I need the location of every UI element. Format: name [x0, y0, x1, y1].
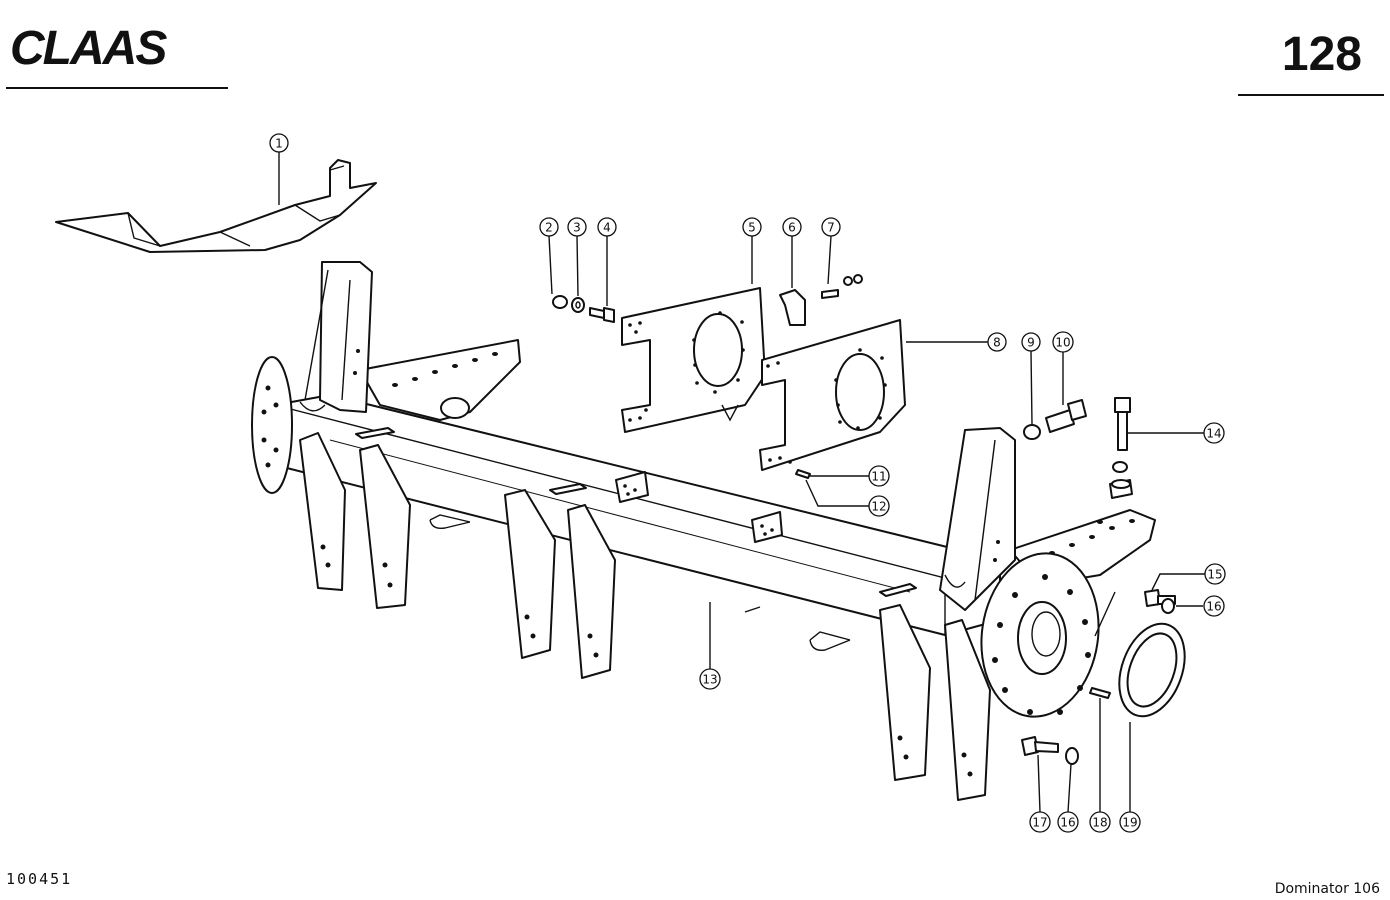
callout-3: 3 [567, 217, 587, 237]
callout-15: 15 [1204, 563, 1226, 585]
callout-7: 7 [821, 217, 841, 237]
svg-text:4: 4 [603, 221, 611, 235]
callout-1: 1 [269, 133, 289, 153]
svg-text:15: 15 [1207, 568, 1222, 582]
svg-text:8: 8 [993, 336, 1001, 350]
callout-10: 10 [1052, 331, 1074, 353]
callout-18: 18 [1089, 811, 1111, 833]
mounting-plate-5 [621, 287, 766, 433]
callout-6: 6 [782, 217, 802, 237]
callout-11: 11 [868, 465, 890, 487]
left-flange [251, 356, 293, 494]
claas-logo: CLAAS [10, 22, 169, 75]
svg-text:17: 17 [1032, 816, 1047, 830]
callout-4: 4 [597, 217, 617, 237]
svg-text:16: 16 [1060, 816, 1075, 830]
callout-9: 9 [1021, 332, 1041, 352]
model-name: Dominator 106 [1275, 881, 1380, 897]
svg-text:9: 9 [1027, 336, 1035, 350]
axle-beam-part [251, 261, 1156, 801]
svg-text:14: 14 [1206, 427, 1221, 441]
svg-text:7: 7 [827, 221, 835, 235]
callout-8: 8 [987, 332, 1007, 352]
svg-text:11: 11 [871, 470, 886, 484]
svg-text:12: 12 [871, 500, 886, 514]
callout-16-lower: 16 [1057, 811, 1079, 833]
page-number: 128 [1282, 28, 1362, 81]
svg-text:2: 2 [545, 221, 553, 235]
drawing-number: 100451 [6, 870, 72, 888]
leader-lines [278, 152, 1205, 813]
callouts: 1 2 3 4 5 6 7 8 9 10 11 12 13 14 15 16 1… [269, 133, 1226, 833]
svg-text:6: 6 [788, 221, 796, 235]
svg-text:10: 10 [1055, 336, 1070, 350]
callout-13: 13 [699, 668, 721, 690]
svg-text:13: 13 [702, 673, 717, 687]
callout-5: 5 [742, 217, 762, 237]
svg-text:16: 16 [1206, 600, 1221, 614]
callout-12: 12 [868, 495, 890, 517]
mounting-plate-8 [759, 319, 906, 471]
svg-text:3: 3 [573, 221, 581, 235]
callout-16-upper: 16 [1203, 595, 1225, 617]
svg-text:19: 19 [1122, 816, 1137, 830]
svg-text:18: 18 [1092, 816, 1107, 830]
logo-text: CLAAS [10, 22, 167, 75]
svg-text:5: 5 [748, 221, 756, 235]
cover-plate-part [55, 159, 377, 253]
callout-2: 2 [539, 217, 559, 237]
callout-14: 14 [1203, 422, 1225, 444]
callout-19: 19 [1119, 811, 1141, 833]
hardware-parts [552, 274, 1186, 765]
svg-text:1: 1 [275, 137, 283, 151]
callout-17: 17 [1029, 811, 1051, 833]
